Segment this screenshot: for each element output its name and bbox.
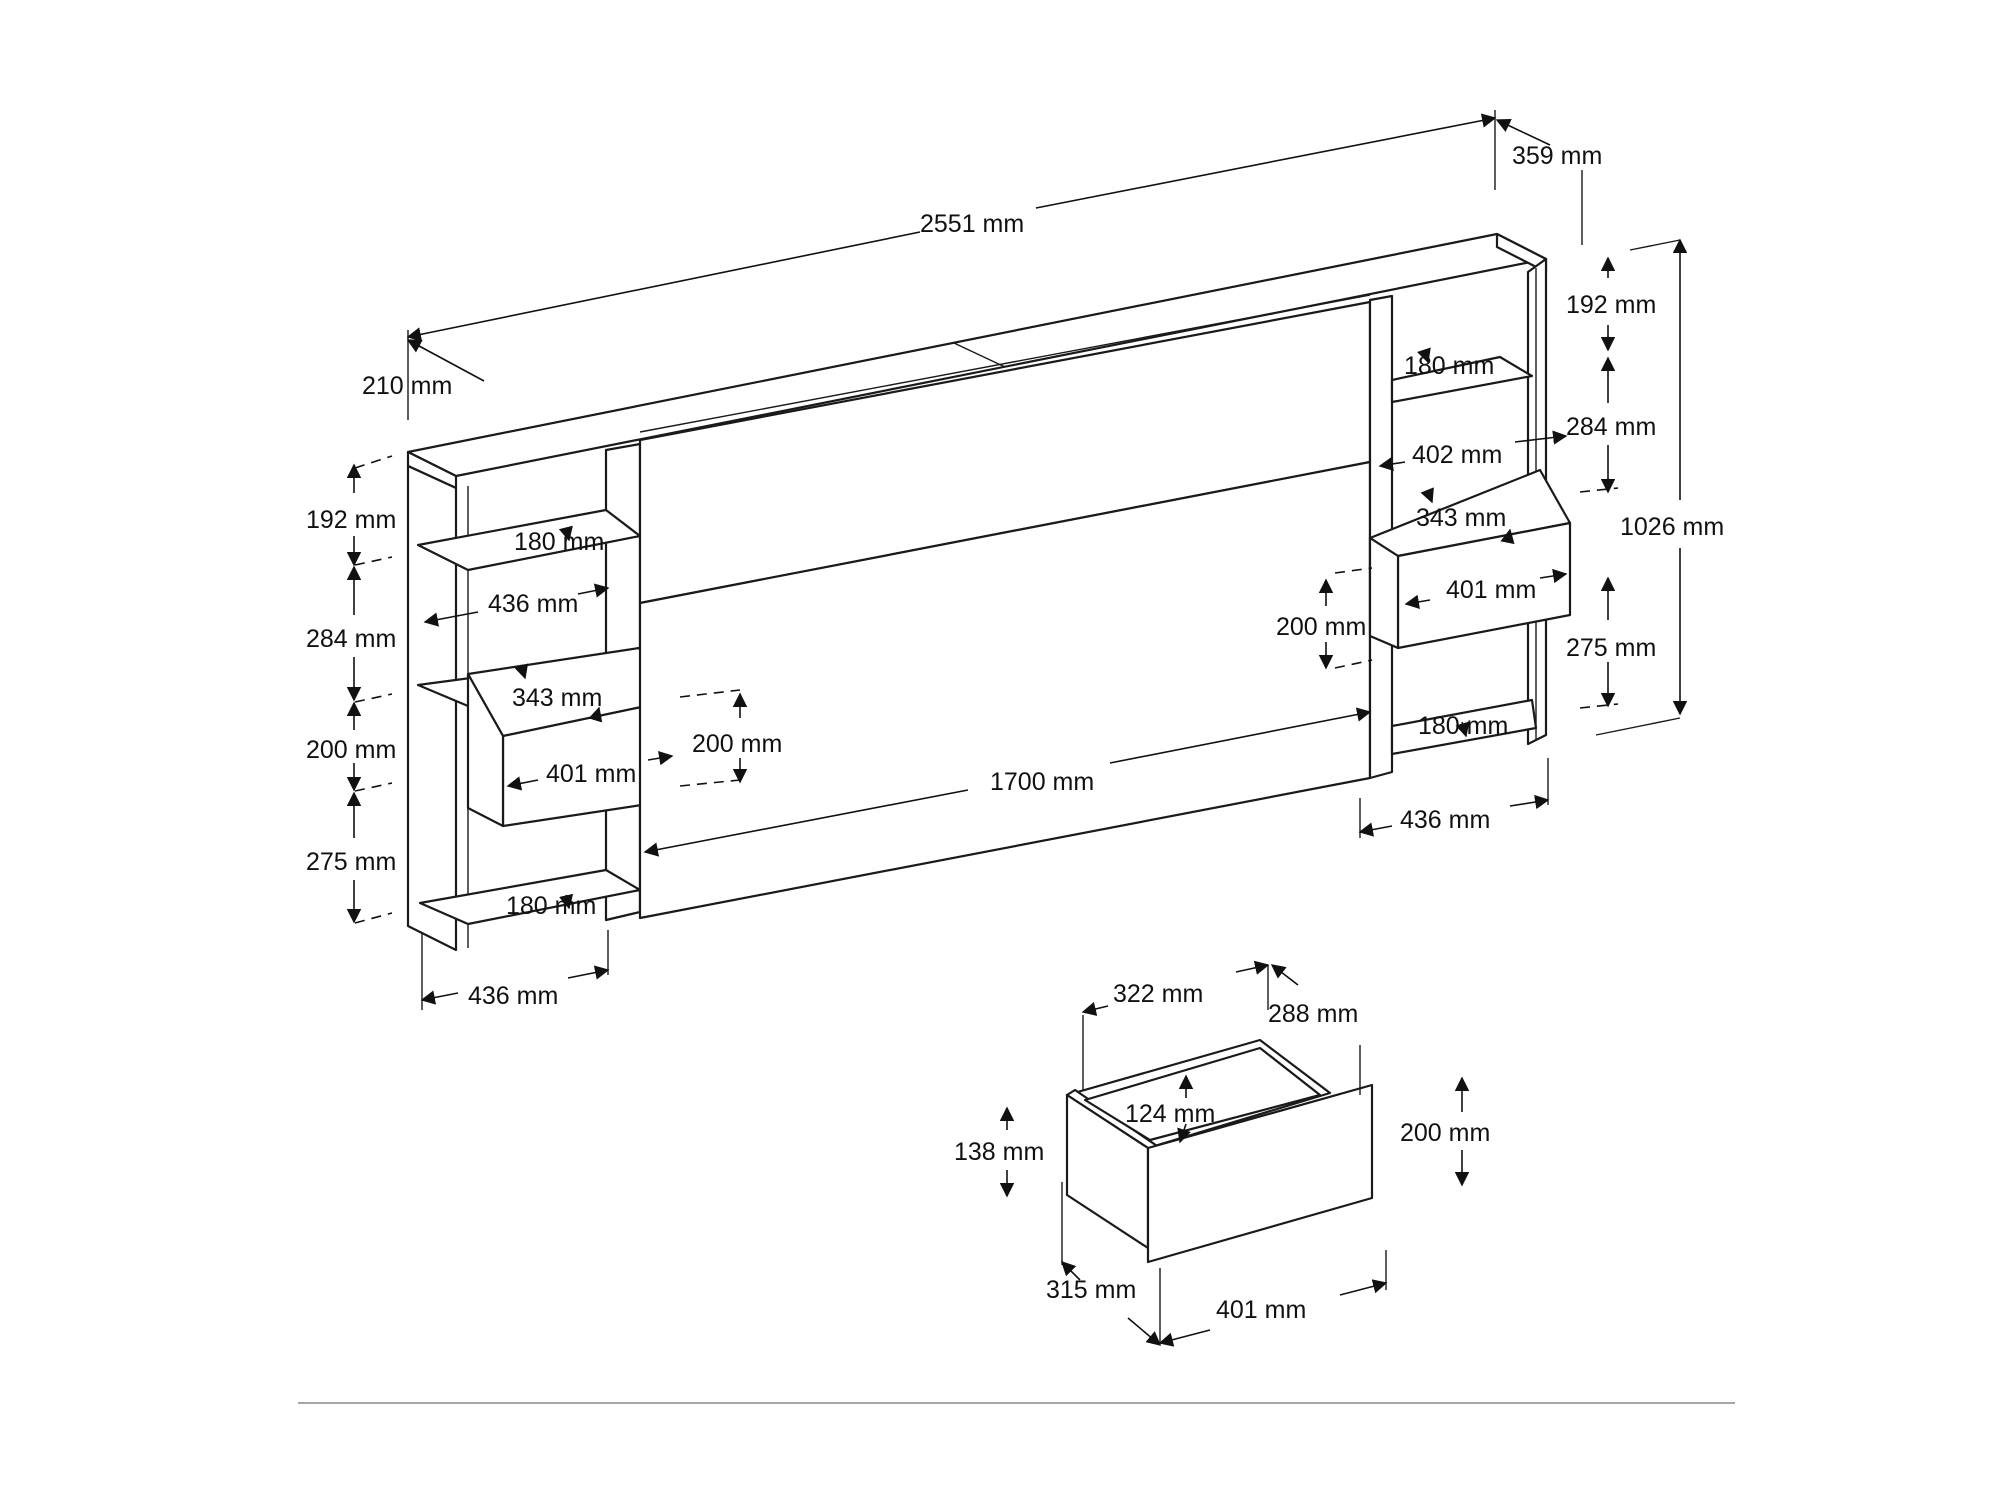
drawer-detail-body (1065, 1038, 1374, 1264)
dim-left-436-bottom-a (420, 990, 459, 1005)
dim-left-436-upper-a (423, 611, 479, 627)
dimension-labels: 2551 mm 210 mm 359 mm 1026 mm 1700 mm 19… (306, 142, 1724, 1324)
label-left-bottom-width: 436 mm (468, 982, 558, 1010)
dim-1700-a (643, 789, 969, 857)
dim-1700-b (1109, 707, 1372, 764)
dim-288 (1270, 964, 1299, 986)
dim-left-436-upper-b (577, 583, 610, 598)
dim-right-401-b (1539, 568, 1568, 584)
dim-left-401-b (647, 751, 674, 766)
left-ref-2 (354, 556, 393, 566)
label-drawer-front-height: 200 mm (1400, 1119, 1490, 1147)
label-right-drawer-depth: 343 mm (1416, 504, 1506, 532)
right-upper-shelf (1390, 355, 1534, 404)
right-drawer-side (1368, 536, 1400, 650)
dim-left-343-b (588, 706, 603, 723)
dim-315-b (1127, 1317, 1162, 1346)
left-top-ref (354, 455, 393, 469)
label-total-width: 2551 mm (920, 210, 1024, 238)
label-panel-width: 1700 mm (990, 768, 1094, 796)
dim-right-402-b (1514, 430, 1568, 445)
right-ref-bottom (1579, 703, 1619, 709)
dim-line-2551-a (406, 231, 921, 342)
ext-1026-top (1629, 239, 1681, 251)
label-right-top-gap: 192 mm (1566, 291, 1656, 319)
drawer-front-panel (1146, 1083, 1374, 1264)
dim-left-343-a (514, 663, 529, 680)
left-drawer-side (466, 672, 505, 828)
label-left-upper-shelf-depth: 180 mm (514, 528, 604, 556)
dim-401-b (1339, 1279, 1388, 1296)
ext-1026-bottom (1595, 717, 1681, 736)
dim-401-a (1158, 1329, 1211, 1347)
dim-right-401-a (1404, 594, 1431, 609)
dim-left-436-bottom-b (567, 965, 610, 980)
label-left-drawer-depth: 343 mm (512, 684, 602, 712)
label-left-bottom-gap: 275 mm (306, 848, 396, 876)
label-left-upper-width: 436 mm (488, 590, 578, 618)
dim-left-180-bottom (559, 893, 574, 910)
label-right-drawer-front-height: 200 mm (1276, 613, 1366, 641)
dim-left-180-upper (558, 525, 573, 542)
dim-315-a (1060, 1260, 1081, 1281)
label-drawer-front-width: 401 mm (1216, 1296, 1306, 1324)
label-drawer-inner-height: 124 mm (1125, 1100, 1215, 1128)
dim-right-436-a (1358, 822, 1393, 837)
dim-line-2551-b (1035, 113, 1497, 209)
dim-124-b (1177, 1123, 1191, 1144)
dim-322-b (1235, 960, 1270, 975)
right-drawer-ref-bottom (1334, 659, 1373, 669)
dim-left-401-a (506, 776, 539, 791)
dim-right-402-a (1378, 456, 1406, 472)
label-right-shelf-gap: 284 mm (1566, 413, 1656, 441)
label-right-bottom-width: 436 mm (1400, 806, 1490, 834)
center-top-edge (639, 294, 1371, 433)
dim-line-359 (1495, 119, 1551, 146)
label-depth-right: 359 mm (1512, 142, 1602, 170)
dim-right-436-b (1509, 794, 1550, 810)
dim-322-a (1081, 1001, 1109, 1016)
right-ref-mid (1579, 487, 1619, 493)
dim-right-180-upper (1417, 347, 1431, 364)
label-drawer-depth: 315 mm (1046, 1276, 1136, 1304)
label-left-drawer-front-height: 200 mm (692, 730, 782, 758)
label-right-upper-shelf-depth: 180 mm (1404, 352, 1494, 380)
label-right-drawer-width: 401 mm (1446, 576, 1536, 604)
label-right-bottom-shelf-depth: 180 mm (1418, 712, 1508, 740)
label-right-bottom-gap: 275 mm (1566, 634, 1656, 662)
label-depth-left: 210 mm (362, 372, 452, 400)
headboard-body (406, 232, 1572, 952)
label-total-height: 1026 mm (1620, 513, 1724, 541)
label-left-drawer-width: 401 mm (546, 760, 636, 788)
left-ref-4 (354, 782, 393, 792)
label-drawer-side-height: 138 mm (954, 1138, 1044, 1166)
label-right-drawer-depth-outer: 402 mm (1412, 441, 1502, 469)
dim-right-180-bottom (1455, 721, 1470, 738)
top-board-joint (953, 342, 1006, 368)
left-bottom-ref (354, 912, 393, 924)
label-left-drawer-height: 200 mm (306, 736, 396, 764)
left-ref-3 (354, 693, 393, 703)
label-drawer-inner-depth: 288 mm (1268, 1000, 1358, 1028)
left-side-panel (406, 464, 458, 952)
dim-line-210 (406, 339, 485, 382)
label-drawer-inner-width: 322 mm (1113, 980, 1203, 1008)
dim-right-343-b (1500, 528, 1515, 545)
label-left-top-gap: 192 mm (306, 506, 396, 534)
dim-right-343-a (1420, 487, 1434, 504)
label-left-shelf-gap: 284 mm (306, 625, 396, 653)
right-drawer-ref-top (1334, 567, 1373, 574)
drawer-inner-bottom (1083, 1046, 1322, 1142)
label-left-bottom-shelf-depth: 180 mm (506, 892, 596, 920)
dimension-lines (346, 110, 1688, 1347)
